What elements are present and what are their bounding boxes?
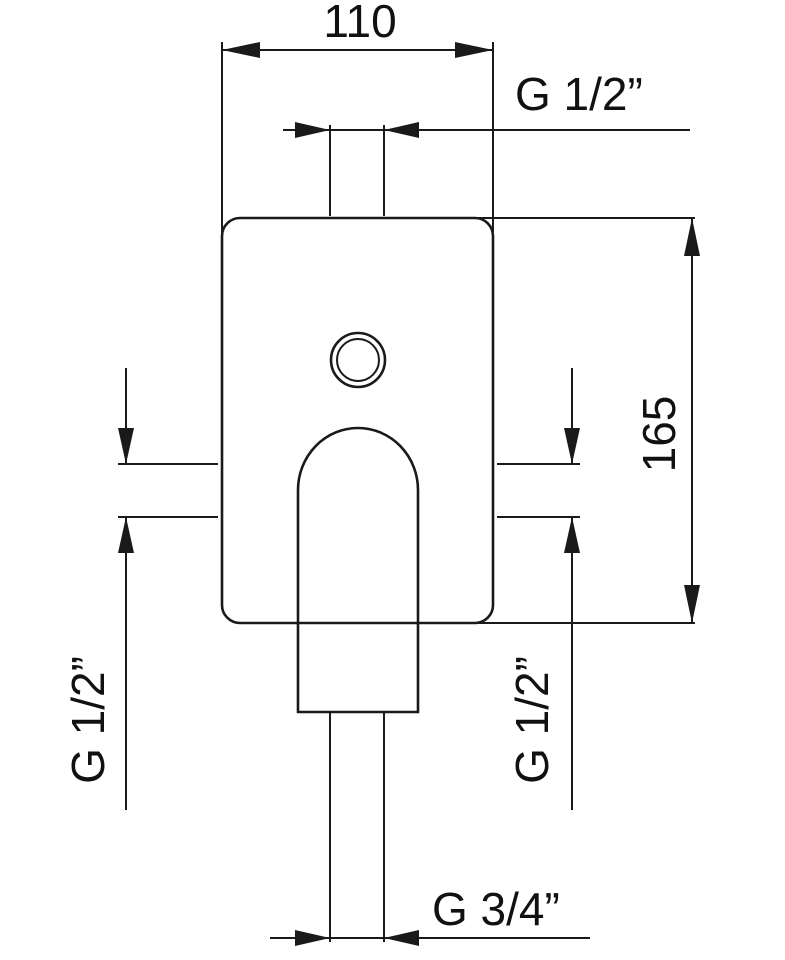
- right-connection-label: G 1/2”: [506, 656, 558, 784]
- bottom-connection-label: G 3/4”: [432, 883, 560, 935]
- left-connection-dimension: G 1/2”: [62, 368, 218, 810]
- height-arrow-top: [684, 218, 700, 256]
- top-connection-dimension: G 1/2”: [283, 68, 690, 216]
- diverter-knob-outer: [329, 331, 387, 389]
- left-connection-arrow-bottom: [118, 517, 134, 553]
- top-connection-label: G 1/2”: [515, 68, 643, 120]
- height-dimension: 165: [420, 217, 700, 624]
- right-connection-dimension: G 1/2”: [497, 368, 580, 810]
- diverter-knob: [329, 331, 387, 389]
- left-connection-arrow-top: [118, 428, 134, 464]
- right-connection-arrow-bottom: [564, 517, 580, 553]
- bottom-connection-arrow-left: [295, 930, 330, 946]
- width-label: 110: [323, 0, 396, 47]
- width-arrow-left: [222, 42, 260, 58]
- cover-plate: [220, 216, 495, 625]
- bottom-outlet-pipe: [329, 712, 385, 942]
- width-arrow-right: [455, 42, 493, 58]
- bottom-connection-arrow-right: [384, 930, 419, 946]
- width-dimension: 110: [221, 0, 494, 232]
- bottom-connection-dimension: G 3/4”: [270, 883, 590, 946]
- right-connection-arrow-top: [564, 428, 580, 464]
- mixer-lever-handle: [296, 426, 420, 714]
- top-connection-arrow-left: [295, 122, 330, 138]
- left-connection-label: G 1/2”: [62, 656, 114, 784]
- height-label: 165: [633, 396, 685, 473]
- diverter-knob-inner: [336, 338, 380, 382]
- top-connection-arrow-right: [384, 122, 419, 138]
- height-arrow-bottom: [684, 585, 700, 623]
